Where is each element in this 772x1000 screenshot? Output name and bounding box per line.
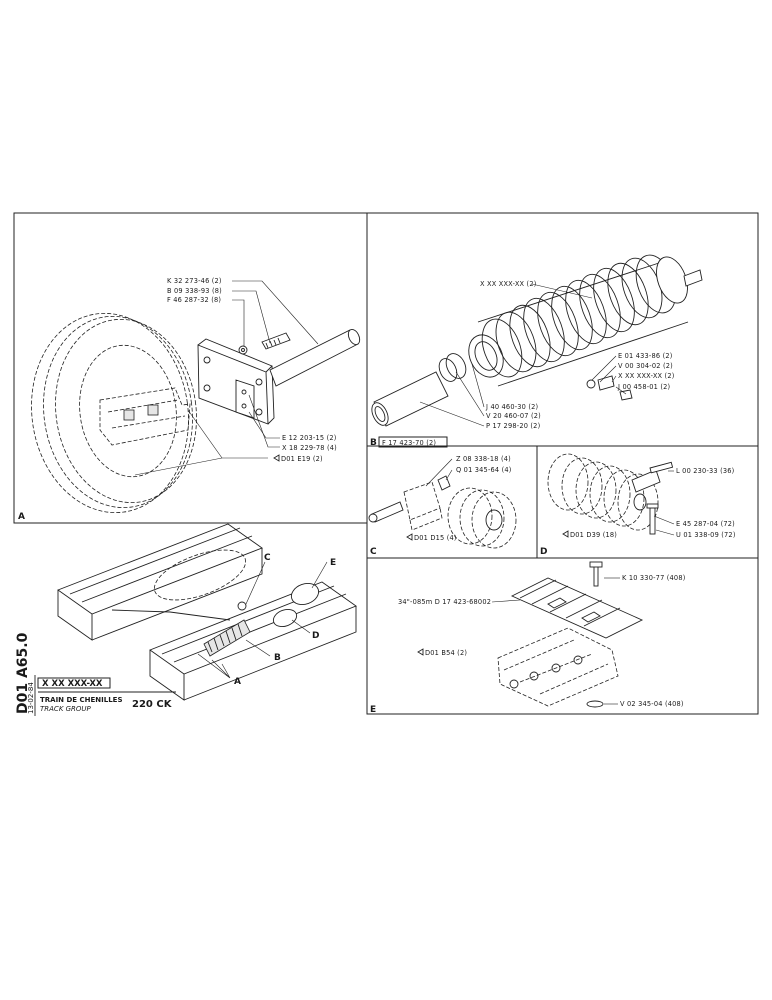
part-label: J 00 458-01 (2) xyxy=(617,383,670,391)
panel-d: D L 00 230-33 (36) E 45 287-04 (72) U 01… xyxy=(540,453,736,557)
part-label: Q 01 345-64 (4) xyxy=(456,466,512,474)
panel-b: X XX XXX-XX (2) E 01 433-86 (2) V 00 304… xyxy=(370,254,703,448)
part-label: E 12 203-15 (2) xyxy=(282,434,337,442)
part-label: L 00 230-33 (36) xyxy=(676,467,734,475)
model-number: 220 CK xyxy=(132,699,173,710)
part-label: V 02 345-04 (408) xyxy=(620,700,684,708)
track-chain-drawing xyxy=(497,627,619,708)
part-label: P 17 298-20 (2) xyxy=(486,422,540,430)
part-label: E 01 433-86 (2) xyxy=(618,352,673,360)
panel-e-letter: E xyxy=(370,705,376,715)
reference-box-label: F 17 423-70 (2) xyxy=(382,439,436,447)
track-group-overview: C E B D A xyxy=(57,523,357,701)
part-label: K 10 330-77 (408) xyxy=(622,574,686,582)
part-label: U 01 338-09 (72) xyxy=(676,531,736,539)
title-ref: X XX XXX-XX xyxy=(42,679,103,689)
part-label: E 45 287-04 (72) xyxy=(676,520,735,528)
part-label: J 40 460-30 (2) xyxy=(485,403,538,411)
callout-c: C xyxy=(264,553,271,563)
panel-b-leaders xyxy=(419,283,627,427)
idler-wheel-drawing xyxy=(31,312,197,514)
part-label: D01 D39 (18) xyxy=(570,531,617,539)
callout-a: A xyxy=(234,677,241,687)
panel-a-leaders xyxy=(134,280,319,476)
callout-e: E xyxy=(330,558,336,568)
title-ref-box xyxy=(37,677,111,689)
part-label: 34"-085m D 17 423-68002 xyxy=(398,598,491,606)
part-label: F 46 287-32 (8) xyxy=(167,296,221,304)
recoil-spring-drawing xyxy=(371,254,703,427)
document-number: D01 A65.0 xyxy=(15,632,31,714)
part-label: D01 D15 (4) xyxy=(414,534,457,542)
reference-box xyxy=(378,436,448,448)
panel-c-letter: C xyxy=(370,547,377,557)
panel-frames xyxy=(13,212,759,715)
callout-d: D xyxy=(312,631,319,641)
reference-arrow-icon xyxy=(406,533,413,541)
panel-a: A xyxy=(18,277,361,522)
panel-a-labels: K 32 273-46 (2) B 09 338-93 (8) F 46 287… xyxy=(167,277,337,463)
part-label: D01 E19 (2) xyxy=(281,455,323,463)
callout-b: B xyxy=(274,653,281,663)
title-block: X XX XXX-XX TRAIN DE CHENILLES TRACK GRO… xyxy=(15,632,176,716)
part-label: X XX XXX-XX (2) xyxy=(618,372,675,380)
reference-arrow-icon xyxy=(417,648,424,656)
panel-d-letter: D xyxy=(540,547,547,557)
title-en: TRACK GROUP xyxy=(40,705,92,713)
part-label: V 20 460-07 (2) xyxy=(486,412,541,420)
part-label: B 09 338-93 (8) xyxy=(167,287,222,295)
panel-e: E K 10 330-77 (408) 34"-085m D 17 423-68… xyxy=(370,561,686,715)
carrier-roller-drawing xyxy=(368,475,517,549)
idler-bracket-drawing xyxy=(197,328,361,425)
part-label: V 00 304-02 (2) xyxy=(618,362,673,370)
part-label: Z 08 338-18 (4) xyxy=(456,455,511,463)
part-label: D01 B54 (2) xyxy=(425,649,467,657)
part-label: K 32 273-46 (2) xyxy=(167,277,222,285)
track-shoe-drawing xyxy=(510,561,644,639)
reference-arrow-icon xyxy=(562,530,569,538)
panel-a-letter: A xyxy=(18,512,25,522)
part-label: X 18 229-78 (4) xyxy=(282,444,337,452)
reference-arrow-icon xyxy=(273,454,280,462)
overview-drawing xyxy=(57,523,357,701)
track-roller-drawing xyxy=(547,453,674,535)
title-fr: TRAIN DE CHENILLES xyxy=(40,696,123,704)
panel-b-letter: B xyxy=(370,438,377,448)
part-label: X XX XXX-XX (2) xyxy=(480,280,537,288)
drawing-date: 13-02-84 xyxy=(27,682,35,714)
panel-c: C Z 08 338-18 (4) Q 01 345-64 (4) D01 D1… xyxy=(368,455,517,557)
panel-b-labels: X XX XXX-XX (2) E 01 433-86 (2) V 00 304… xyxy=(480,280,675,430)
